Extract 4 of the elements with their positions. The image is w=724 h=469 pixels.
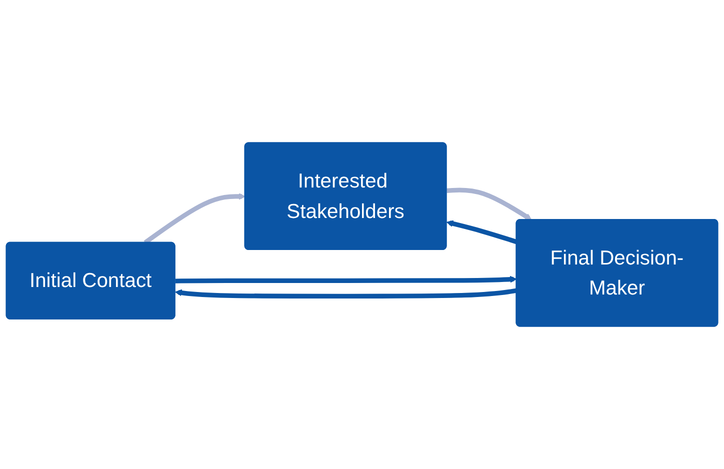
- arrow: [446, 220, 518, 244]
- arrow: [446, 188, 532, 220]
- arrow: [175, 276, 517, 284]
- arrow: [175, 288, 517, 298]
